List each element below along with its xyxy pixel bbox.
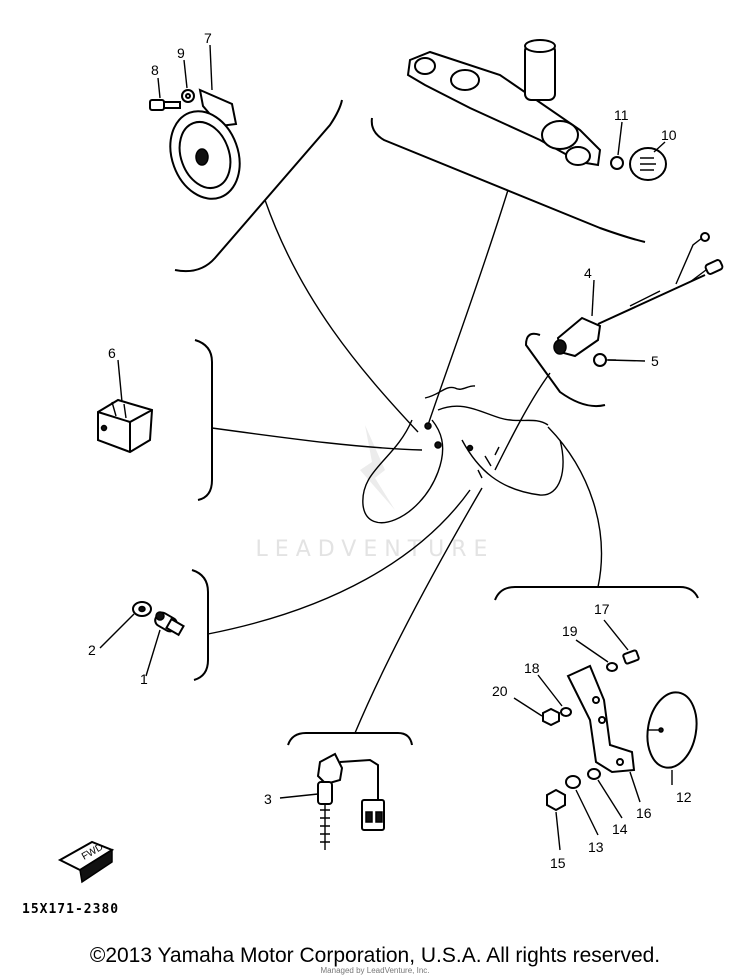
bracket-group-6 [194, 339, 213, 501]
horn-group-bracket [174, 99, 343, 273]
leader-12 [547, 426, 603, 588]
washer-19 [606, 662, 618, 672]
watermark: LEADVENTURE [256, 425, 495, 562]
cap-10 [629, 147, 667, 181]
leader-crown [427, 189, 509, 426]
callout-17: 17 [594, 601, 610, 617]
leader-neutral [207, 489, 471, 635]
callout-3: 3 [264, 791, 272, 807]
gasket-2 [132, 601, 152, 617]
fwd-marker: FWD [57, 840, 115, 884]
switch-4 [553, 232, 724, 358]
callout-10: 10 [661, 127, 677, 143]
crown-bracket [406, 39, 602, 167]
washer-14 [587, 768, 601, 780]
leader-switch [211, 427, 423, 451]
bracket-group-1 [191, 569, 209, 681]
callout-14: 14 [612, 821, 628, 837]
bracket-group-3 [287, 732, 413, 746]
callout-9: 9 [177, 45, 185, 61]
callout-6: 6 [108, 345, 116, 361]
callout-16: 16 [636, 805, 652, 821]
callout-7: 7 [204, 30, 212, 46]
callout-8: 8 [151, 62, 159, 78]
callout-5: 5 [651, 353, 659, 369]
callout-4: 4 [584, 265, 592, 281]
bolt-8 [149, 99, 181, 111]
lamp-12 [646, 691, 698, 769]
watermark-text: LEADVENTURE [256, 537, 495, 562]
nut-15 [546, 788, 566, 812]
callout-12: 12 [676, 789, 692, 805]
washer-18 [560, 707, 572, 717]
callout-numbers: 8 9 7 11 10 4 5 6 2 1 3 12 16 14 13 15 1… [88, 30, 692, 871]
bracket-group-12 [494, 586, 699, 601]
callout-1: 1 [140, 671, 148, 687]
callout-20: 20 [492, 683, 508, 699]
parts-diagram: LEADVENTURE [57, 30, 724, 884]
leader-horn [264, 199, 419, 433]
switch-6 [97, 398, 154, 454]
wire-harness [362, 385, 564, 524]
crown-group-bracket [370, 117, 646, 243]
nut-11 [610, 156, 624, 170]
callout-2: 2 [88, 642, 96, 658]
callout-11: 11 [614, 107, 629, 123]
horn [169, 88, 241, 200]
callout-19: 19 [562, 623, 578, 639]
stay-16 [566, 664, 636, 774]
washer-9 [181, 89, 195, 103]
leader-3 [354, 487, 483, 734]
washer-13 [565, 775, 581, 789]
callout-leaders [99, 44, 673, 851]
nut-20 [542, 707, 560, 727]
callout-15: 15 [550, 855, 566, 871]
callout-18: 18 [524, 660, 540, 676]
bolt-17 [622, 649, 640, 665]
copyright-notice: ©2013 Yamaha Motor Corporation, U.S.A. A… [89, 944, 661, 967]
bracket-group-4 [524, 332, 606, 408]
drawing-code: 15X171-2380 [22, 902, 120, 917]
sensor-3 [316, 752, 385, 850]
credit-line: Managed by LeadVenture, Inc. [320, 966, 430, 975]
neutral-switch-1 [154, 611, 185, 637]
callout-13: 13 [588, 839, 604, 855]
